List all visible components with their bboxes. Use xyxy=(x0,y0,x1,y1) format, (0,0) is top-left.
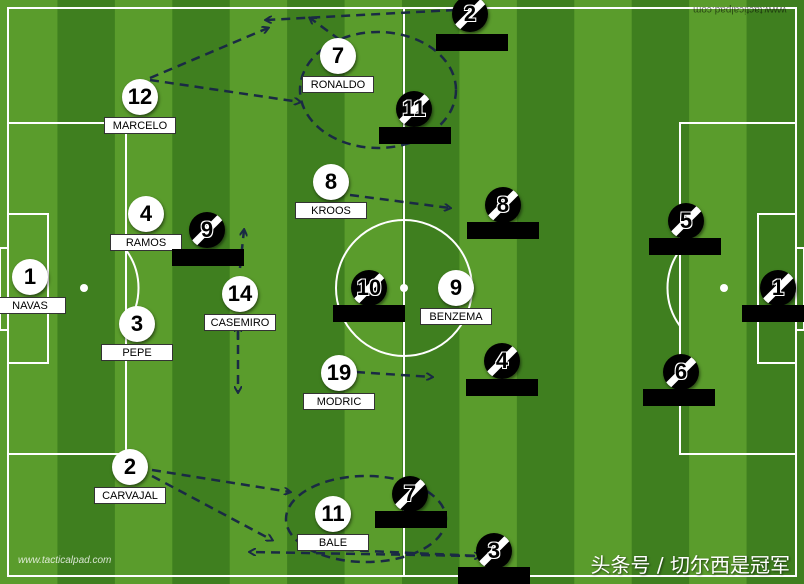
player-number: 4 xyxy=(484,343,520,379)
source-watermark: 头条号 / 切尔西是冠军 xyxy=(590,553,790,577)
player-name: BENZEMA xyxy=(420,308,492,325)
player-number: 7 xyxy=(320,38,356,74)
player-name: RONALDO xyxy=(302,76,374,93)
arrow-marcelo-to-ronaldo xyxy=(149,78,300,102)
player-name: MARCELO xyxy=(104,117,176,134)
redacted-name-bar xyxy=(643,389,715,406)
player-number: 9 xyxy=(189,212,225,248)
player-number: 2 xyxy=(452,0,488,32)
player-name: KROOS xyxy=(295,202,367,219)
player-number-text: 2 xyxy=(463,1,477,26)
redacted-name-bar xyxy=(458,567,530,584)
arrow-ronaldo-run xyxy=(310,18,341,42)
player-name: RAMOS xyxy=(110,234,182,251)
right-goal xyxy=(795,247,804,331)
player-name: CARVAJAL xyxy=(94,487,166,504)
player-number-text: 11 xyxy=(402,96,426,121)
watermark-top: www.tacticalpad.com xyxy=(692,4,786,15)
player-number: 7 xyxy=(392,476,428,512)
player-number: 9 xyxy=(438,270,474,306)
player-number: 8 xyxy=(313,164,349,200)
redacted-name-bar xyxy=(379,127,451,144)
player-name: NAVAS xyxy=(0,297,66,314)
arrow-marcelo-to-wing xyxy=(149,28,268,80)
player-number-text: 8 xyxy=(496,192,510,217)
right-penalty-arc xyxy=(666,249,681,327)
player-number: 19 xyxy=(321,355,357,391)
player-name: MODRIC xyxy=(303,393,375,410)
right-penalty-spot xyxy=(720,284,728,292)
left-penalty-spot xyxy=(80,284,88,292)
player-number-text: 5 xyxy=(679,208,693,233)
grass-stripe xyxy=(574,0,633,584)
pitch-spots xyxy=(80,284,728,292)
player-number: 14 xyxy=(222,276,258,312)
player-number-text: 10 xyxy=(356,275,382,300)
player-number-text: 1 xyxy=(771,275,785,300)
player-number: 3 xyxy=(476,533,512,569)
arrow-left-back-run xyxy=(266,8,456,20)
grass-stripe xyxy=(172,0,231,584)
player-name: BALE xyxy=(297,534,369,551)
player-number: 5 xyxy=(668,203,704,239)
player-number: 2 xyxy=(112,449,148,485)
player-name: CASEMIRO xyxy=(204,314,276,331)
redacted-name-bar xyxy=(172,249,244,266)
player-number: 11 xyxy=(315,496,351,532)
player-number-text: 3 xyxy=(487,538,501,563)
redacted-name-bar xyxy=(466,379,538,396)
redacted-name-bar xyxy=(436,34,508,51)
grass-stripe xyxy=(689,0,748,584)
arrow-carvajal-to-bale xyxy=(151,468,290,492)
redacted-name-bar xyxy=(649,238,721,255)
player-number: 11 xyxy=(396,91,432,127)
player-name: PEPE xyxy=(101,344,173,361)
player-number: 10 xyxy=(351,270,387,306)
arrow-modric xyxy=(355,370,432,377)
player-number-text: 6 xyxy=(674,359,688,384)
player-number: 8 xyxy=(485,187,521,223)
player-number: 6 xyxy=(663,354,699,390)
player-number: 12 xyxy=(122,79,158,115)
player-number: 3 xyxy=(119,306,155,342)
redacted-name-bar xyxy=(375,511,447,528)
player-number: 4 xyxy=(128,196,164,232)
centre-spot xyxy=(400,284,408,292)
grass-stripe xyxy=(516,0,575,584)
player-number-text: 7 xyxy=(403,481,417,506)
watermark-bottom: www.tacticalpad.com xyxy=(18,555,112,566)
redacted-name-bar xyxy=(742,305,804,322)
redacted-name-bar xyxy=(333,305,405,322)
player-number: 1 xyxy=(12,259,48,295)
grass-stripe xyxy=(57,0,116,584)
left-goal xyxy=(0,247,9,331)
player-number-text: 4 xyxy=(495,348,509,373)
player-number: 1 xyxy=(760,270,796,306)
arrow-carvajal-overlap xyxy=(151,474,272,540)
ronaldo-zone xyxy=(298,30,458,150)
redacted-name-bar xyxy=(467,222,539,239)
arrow-kroos xyxy=(349,193,450,208)
player-number-text: 9 xyxy=(200,217,214,242)
